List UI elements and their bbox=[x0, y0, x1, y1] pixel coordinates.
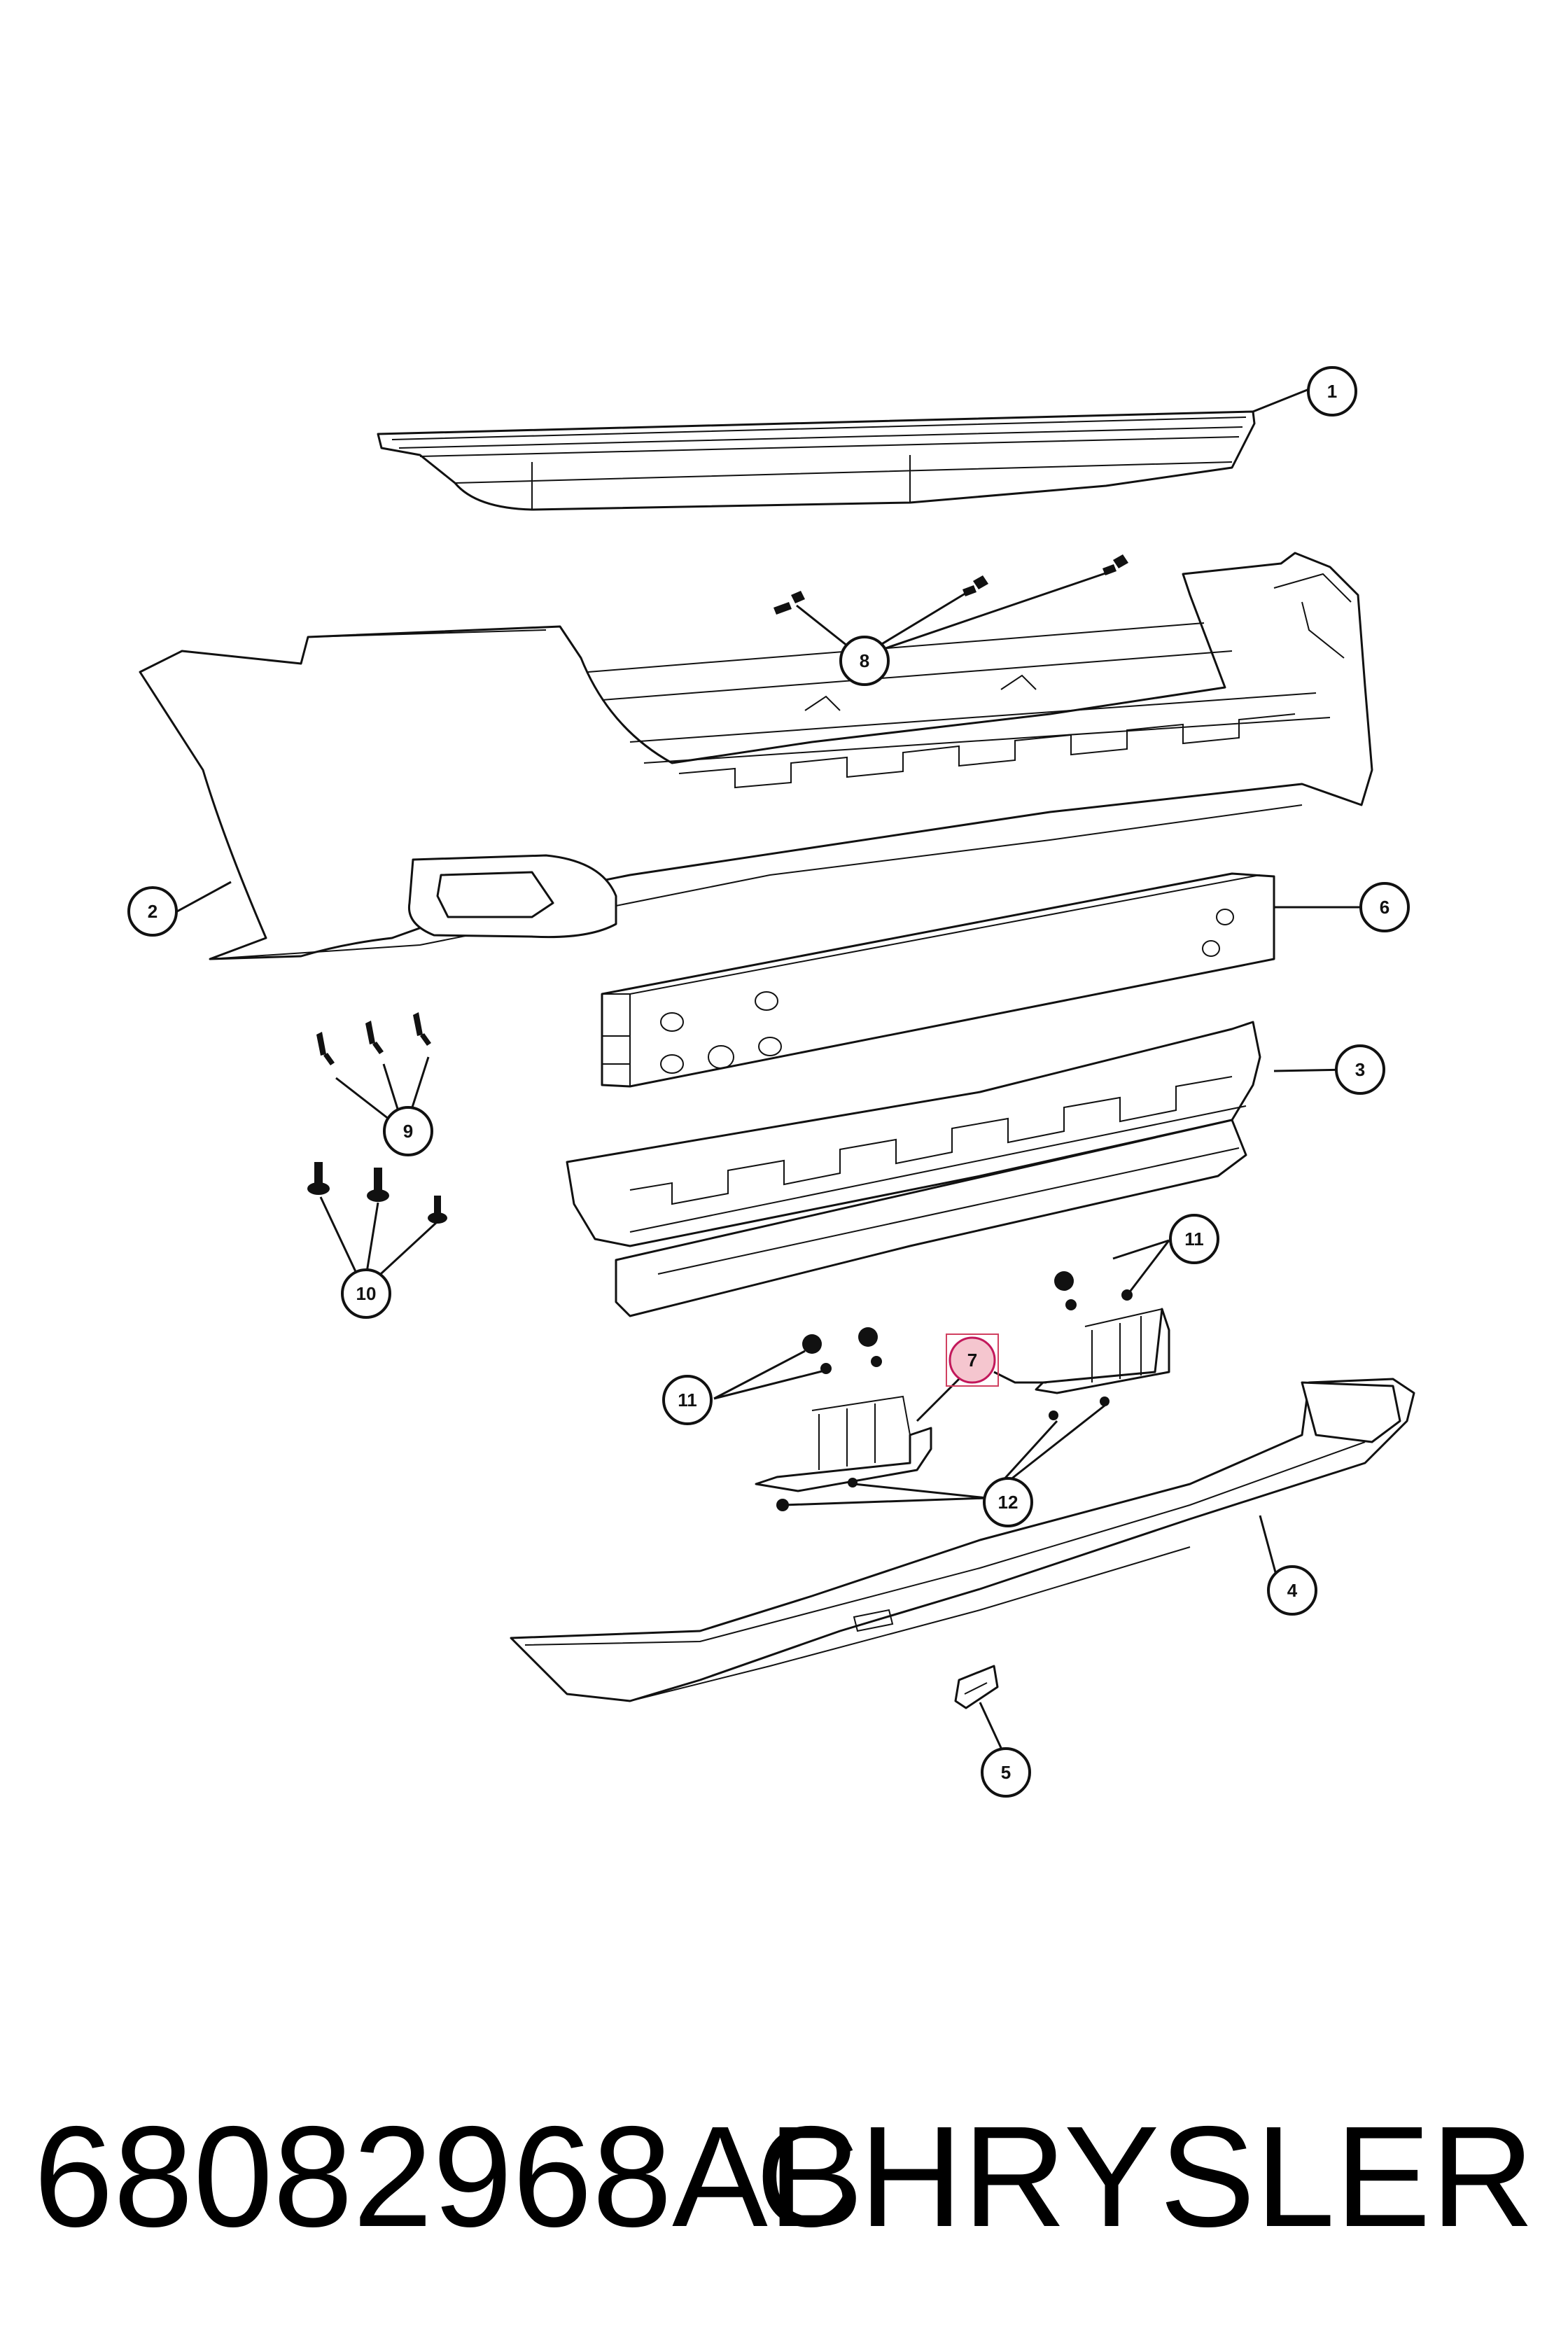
callout-5: 5 bbox=[981, 1747, 1031, 1798]
callout-2: 2 bbox=[127, 886, 178, 937]
callout-12: 12 bbox=[983, 1477, 1033, 1527]
hardware-pushpins-10 bbox=[307, 1162, 447, 1224]
part-energy-absorber bbox=[566, 1021, 1261, 1317]
callout-3: 3 bbox=[1335, 1044, 1385, 1095]
part-bracket-right bbox=[1035, 1308, 1170, 1394]
callout-1: 1 bbox=[1307, 366, 1357, 416]
part-lower-valance bbox=[510, 1378, 1415, 1702]
callout-9: 9 bbox=[383, 1106, 433, 1156]
callout-10: 10 bbox=[341, 1268, 391, 1319]
hardware-pins-9 bbox=[316, 1012, 431, 1065]
part-bumper-fascia bbox=[139, 552, 1373, 960]
part-bracket-left bbox=[755, 1395, 932, 1492]
brand-name: CHRYSLER bbox=[755, 2096, 1534, 2257]
footer: 68082968AB CHRYSLER bbox=[0, 2072, 1568, 2282]
callout-label: 11 bbox=[678, 1390, 697, 1410]
callout-6: 6 bbox=[1359, 882, 1410, 932]
callout-label: 7 bbox=[967, 1350, 977, 1371]
callout-label: 4 bbox=[1287, 1580, 1298, 1601]
part-reinforcement-beam bbox=[601, 872, 1275, 1088]
callout-label: 3 bbox=[1355, 1059, 1365, 1080]
callout-11-right: 11 bbox=[1169, 1214, 1219, 1264]
hardware-clips-8 bbox=[774, 554, 1128, 615]
callout-label: 10 bbox=[356, 1283, 377, 1304]
callout-label: 9 bbox=[403, 1121, 413, 1142]
part-upper-trim-strip bbox=[377, 410, 1256, 511]
callout-11-left: 11 bbox=[662, 1375, 713, 1425]
callout-label: 8 bbox=[860, 650, 869, 671]
callout-7-highlighted[interactable]: 7 bbox=[946, 1334, 999, 1387]
part-number: 68082968AB bbox=[34, 2096, 864, 2257]
callout-label: 6 bbox=[1380, 897, 1390, 918]
callout-label: 1 bbox=[1327, 381, 1337, 402]
callout-4: 4 bbox=[1267, 1565, 1317, 1616]
callout-label: 11 bbox=[1184, 1228, 1204, 1250]
part-tow-cover bbox=[954, 1665, 999, 1709]
callout-label: 5 bbox=[1001, 1762, 1011, 1783]
callout-8: 8 bbox=[839, 636, 890, 686]
callout-label: 12 bbox=[998, 1492, 1018, 1513]
callout-label: 2 bbox=[148, 901, 158, 922]
